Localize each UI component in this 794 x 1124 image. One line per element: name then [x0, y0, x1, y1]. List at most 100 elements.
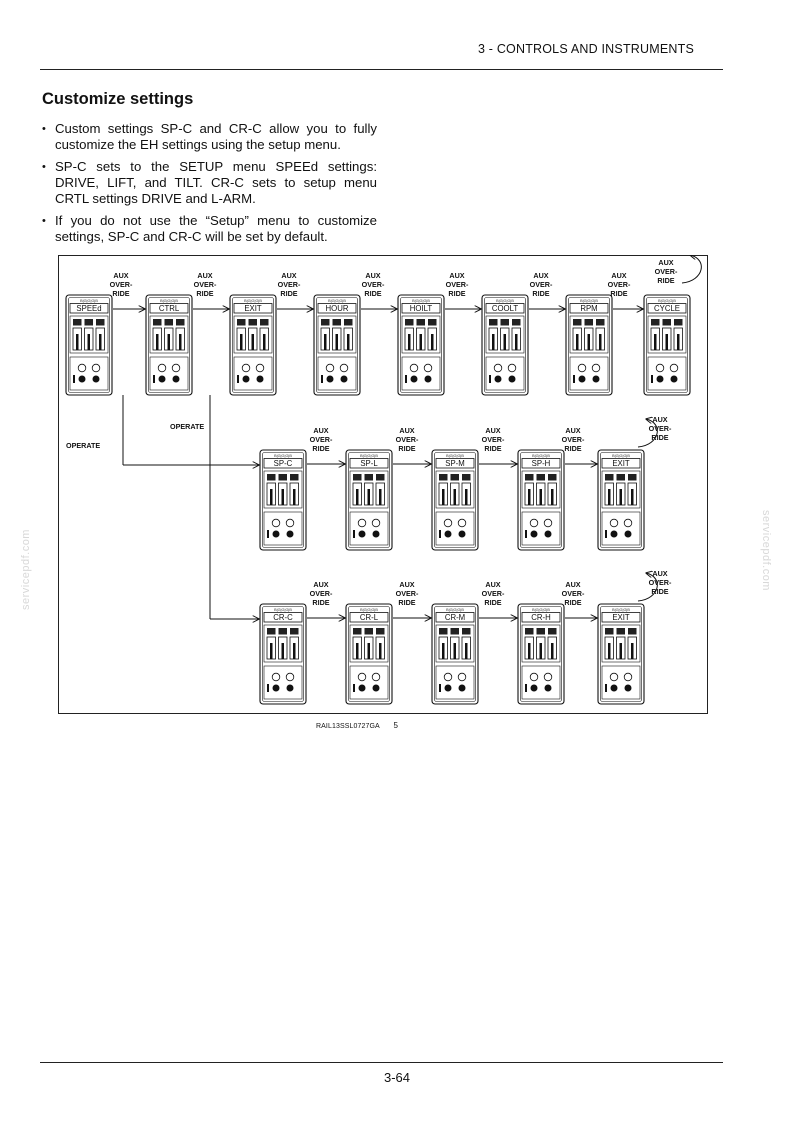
gauge-icon	[237, 319, 246, 326]
gauge-fill	[281, 489, 284, 505]
panel-gauge-area	[601, 624, 641, 663]
aux-override-label-exit: RIDE	[651, 433, 668, 442]
gauge-icon	[248, 319, 257, 326]
panel-gauge-area	[149, 315, 189, 354]
knob-icon	[325, 363, 335, 373]
panel-inner-border	[348, 452, 390, 548]
button-icon	[286, 684, 294, 692]
knob-icon	[339, 363, 349, 373]
gauge-icon	[164, 319, 173, 326]
panel-control-area	[647, 356, 687, 391]
panel-gauge-area	[521, 624, 561, 663]
panel-gauge-area	[69, 315, 109, 354]
panel-inner-border	[68, 297, 110, 393]
display-panel: B|G|G|G|BSP-C	[259, 449, 307, 551]
knob-icon	[371, 672, 381, 682]
panel-display	[521, 458, 561, 469]
gauge-icon	[628, 628, 637, 635]
panel-display-text: CR-H	[531, 613, 551, 622]
button-icon	[272, 684, 280, 692]
panel-control-area	[521, 665, 561, 700]
info-icon	[525, 684, 527, 692]
gauge-fill	[665, 334, 668, 350]
loop-arrow	[681, 255, 702, 284]
panel-display-text: CR-C	[273, 613, 293, 622]
info-icon	[651, 375, 653, 383]
watermark-left: servicepdf.com	[20, 529, 32, 610]
gauge-icon	[153, 319, 162, 326]
panel-top-label: B|G|G|G|B	[446, 454, 464, 458]
button-icon	[242, 375, 250, 383]
gauge-icon	[428, 319, 437, 326]
panel-top-label: B|G|G|G|B	[580, 299, 598, 303]
gauge-fill	[654, 334, 657, 350]
gauge-fill	[453, 643, 456, 659]
knob-icon	[457, 672, 467, 682]
aux-override-label: AUX	[281, 271, 296, 280]
gauge-fill	[515, 334, 518, 350]
gauge-icon	[616, 628, 625, 635]
panel-inner-border	[262, 606, 304, 702]
gauge-fill	[528, 489, 531, 505]
knob-icon	[77, 363, 87, 373]
info-icon	[153, 375, 155, 383]
gauge-icon	[536, 628, 545, 635]
aux-override-label: AUX	[533, 271, 548, 280]
display-panel: B|G|G|G|BSP-L	[345, 449, 393, 551]
aux-override-label: AUX	[399, 580, 414, 589]
panel-display-text: EXIT	[612, 613, 630, 622]
aux-override-label-exit: RIDE	[651, 587, 668, 596]
info-icon	[439, 530, 441, 538]
info-icon	[267, 530, 269, 538]
panel-control-area	[69, 356, 109, 391]
gauge-fill	[576, 334, 579, 350]
panel-gauge-area	[401, 315, 441, 354]
knob-icon	[529, 672, 539, 682]
gauge-fill	[453, 489, 456, 505]
aux-override-label: OVER-	[608, 280, 631, 289]
page-title: Customize settings	[42, 90, 194, 108]
info-icon	[353, 684, 355, 692]
aux-override-label: RIDE	[398, 598, 415, 607]
info-icon	[525, 530, 527, 538]
panel-inner-border	[484, 297, 526, 393]
gauge-fill	[263, 334, 266, 350]
gauge-fill	[431, 334, 434, 350]
panel-gauge-area	[317, 315, 357, 354]
bullet-list: Custom settings SP-C and CR-C allow you …	[40, 121, 377, 251]
gauge-icon	[596, 319, 605, 326]
knob-icon	[669, 363, 679, 373]
panel-control-area	[521, 511, 561, 546]
aux-override-label: OVER-	[482, 589, 505, 598]
aux-override-label-cycle: AUX	[658, 258, 673, 267]
gauge-fill	[619, 489, 622, 505]
panel-control-area	[349, 511, 389, 546]
gauge-fill	[367, 489, 370, 505]
button-icon	[372, 530, 380, 538]
gauge-icon	[439, 628, 448, 635]
panel-top-label: B|G|G|G|B	[446, 608, 464, 612]
info-icon	[573, 375, 575, 383]
button-icon	[578, 375, 586, 383]
gauge-icon	[278, 628, 287, 635]
figure-caption: RAIL13SSL0727GA 5	[316, 721, 398, 730]
panel-gauge-area	[263, 470, 303, 509]
aux-override-label: RIDE	[564, 444, 581, 453]
info-icon	[321, 375, 323, 383]
figure-frame	[58, 255, 708, 714]
gauge-fill	[270, 489, 273, 505]
panel-top-label: B|G|G|G|B	[658, 299, 676, 303]
gauge-icon	[616, 474, 625, 481]
aux-override-label: OVER-	[278, 280, 301, 289]
panel-display	[435, 458, 475, 469]
info-icon	[605, 684, 607, 692]
gauge-icon	[290, 474, 299, 481]
knob-icon	[409, 363, 419, 373]
panel-display-text: SPEEd	[76, 304, 101, 313]
panel-inner-border	[262, 452, 304, 548]
gauge-fill	[419, 334, 422, 350]
